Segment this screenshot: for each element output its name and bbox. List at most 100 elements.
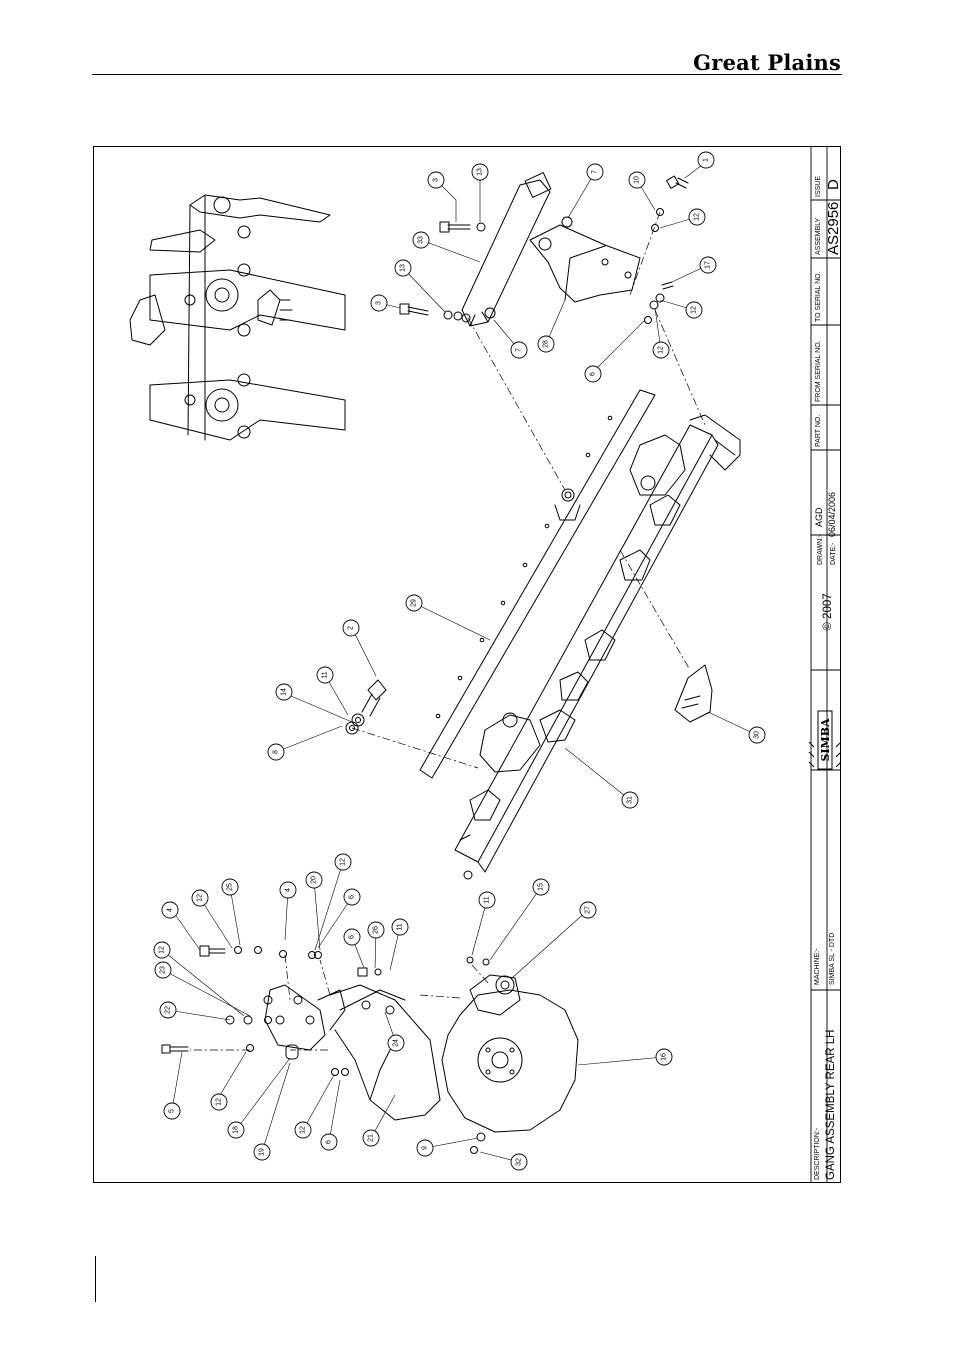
svg-text:30: 30 xyxy=(754,731,761,739)
svg-text:33: 33 xyxy=(418,236,425,244)
balloon-18: 18 xyxy=(227,1121,245,1139)
svg-text:4: 4 xyxy=(167,908,174,912)
main-beam-31 xyxy=(454,414,741,880)
balloon-7: 7 xyxy=(586,163,604,181)
balloon-21: 21 xyxy=(362,1129,380,1147)
svg-text:11: 11 xyxy=(322,671,329,678)
balloon-4: 4 xyxy=(161,901,179,919)
copyright-text: © 2007 xyxy=(822,593,834,630)
svg-text:12: 12 xyxy=(216,1098,223,1106)
balloon-12: 12 xyxy=(334,853,352,871)
balloon-14: 14 xyxy=(275,683,293,701)
arm-assembly-33 xyxy=(461,172,641,327)
leg-assembly xyxy=(263,984,441,1121)
svg-text:8: 8 xyxy=(273,750,280,754)
date-value: 06/04/2006 xyxy=(827,492,837,537)
description-label: DESCRIPTION:- xyxy=(814,1127,821,1180)
scraper-30 xyxy=(674,664,713,723)
svg-text:12: 12 xyxy=(159,946,166,954)
issue-label: ISSUE xyxy=(815,176,822,197)
balloon-4: 4 xyxy=(279,881,297,899)
balloon-6: 6 xyxy=(343,888,361,906)
svg-text:26: 26 xyxy=(373,926,380,934)
balloon-8: 8 xyxy=(267,743,285,761)
balloon-6: 6 xyxy=(584,365,602,383)
svg-text:21: 21 xyxy=(368,1134,375,1142)
balloon-22: 22 xyxy=(159,1001,177,1019)
svg-text:12: 12 xyxy=(340,858,347,866)
balloon-17: 17 xyxy=(699,256,717,274)
balloon-12: 12 xyxy=(685,301,703,319)
balloon-group: 1 2 3 3 4 4 5 6 6 6 6 7 7 8 9 10 11 11 1… xyxy=(153,151,766,1171)
svg-text:9: 9 xyxy=(422,1146,429,1150)
svg-text:1: 1 xyxy=(703,158,710,162)
svg-text:12: 12 xyxy=(300,1126,307,1134)
balloon-12: 12 xyxy=(210,1093,228,1111)
toolbar-29 xyxy=(419,389,656,779)
svg-text:13: 13 xyxy=(400,264,407,272)
balloon-3: 3 xyxy=(427,171,445,189)
header-rule xyxy=(92,74,842,75)
balloon-6: 6 xyxy=(343,928,361,946)
part-no-label: PART NO. xyxy=(815,415,822,447)
balloon-10: 10 xyxy=(628,171,646,189)
leg-fasteners xyxy=(161,945,490,1154)
disc-16 xyxy=(441,989,579,1133)
svg-text:28: 28 xyxy=(543,340,550,348)
svg-text:11: 11 xyxy=(397,923,404,930)
svg-text:6: 6 xyxy=(349,895,356,899)
to-serial-label: TO SERIAL NO. xyxy=(815,271,822,322)
balloon-13: 13 xyxy=(471,163,489,181)
balloon-15: 15 xyxy=(532,878,550,896)
svg-text:29: 29 xyxy=(411,599,418,607)
assembly-centerlines xyxy=(190,211,706,1051)
svg-text:12: 12 xyxy=(694,213,701,221)
svg-text:25: 25 xyxy=(227,883,234,891)
svg-text:12: 12 xyxy=(691,306,698,314)
svg-text:5: 5 xyxy=(169,1109,176,1113)
from-serial-label: FROM SERIAL NO. xyxy=(815,340,822,402)
balloon-12: 12 xyxy=(652,341,670,359)
drawing-sheet-border xyxy=(93,146,841,1183)
svg-text:15: 15 xyxy=(538,883,545,891)
footer-rule xyxy=(95,1256,96,1302)
balloon-13: 13 xyxy=(394,259,412,277)
balloon-27: 27 xyxy=(579,901,597,919)
svg-text:7: 7 xyxy=(592,170,599,174)
balloon-12: 12 xyxy=(294,1121,312,1139)
issue-value: D xyxy=(825,179,842,190)
brand-logo-text: Great Plains xyxy=(693,50,841,75)
balloon-5: 5 xyxy=(163,1102,181,1120)
balloon-23: 23 xyxy=(154,961,172,979)
balloon-11: 11 xyxy=(478,891,496,909)
balloon-11: 11 xyxy=(316,666,334,684)
svg-text:23: 23 xyxy=(160,966,167,974)
svg-text:16: 16 xyxy=(661,1053,668,1061)
svg-text:24: 24 xyxy=(393,1039,400,1047)
balloon-7: 7 xyxy=(510,341,528,359)
svg-text:3: 3 xyxy=(376,301,383,305)
balloon-12: 12 xyxy=(688,208,706,226)
machine-value: SIMBA SL - DTD xyxy=(829,933,836,985)
machine-label: MACHINE:- xyxy=(814,948,821,985)
balloon-1: 1 xyxy=(697,151,715,169)
svg-text:12: 12 xyxy=(197,894,204,902)
svg-text:6: 6 xyxy=(326,1140,333,1144)
simba-logo: SIMBA xyxy=(808,710,842,770)
drawn-label: DRAWN:- xyxy=(817,534,824,565)
svg-text:7: 7 xyxy=(516,348,523,352)
svg-text:18: 18 xyxy=(233,1126,240,1134)
balloon-6: 6 xyxy=(320,1133,338,1151)
balloon-19: 19 xyxy=(253,1143,271,1161)
balloon-20: 20 xyxy=(305,871,323,889)
svg-text:19: 19 xyxy=(259,1148,266,1156)
svg-text:2: 2 xyxy=(348,626,355,630)
arm-fasteners xyxy=(399,175,689,324)
bolt-2-set xyxy=(345,679,387,735)
svg-text:13: 13 xyxy=(477,168,484,176)
balloon-2: 2 xyxy=(342,619,360,637)
svg-text:11: 11 xyxy=(484,896,491,903)
balloon-16: 16 xyxy=(655,1048,673,1066)
assembly-value: AS2956 xyxy=(825,202,842,255)
